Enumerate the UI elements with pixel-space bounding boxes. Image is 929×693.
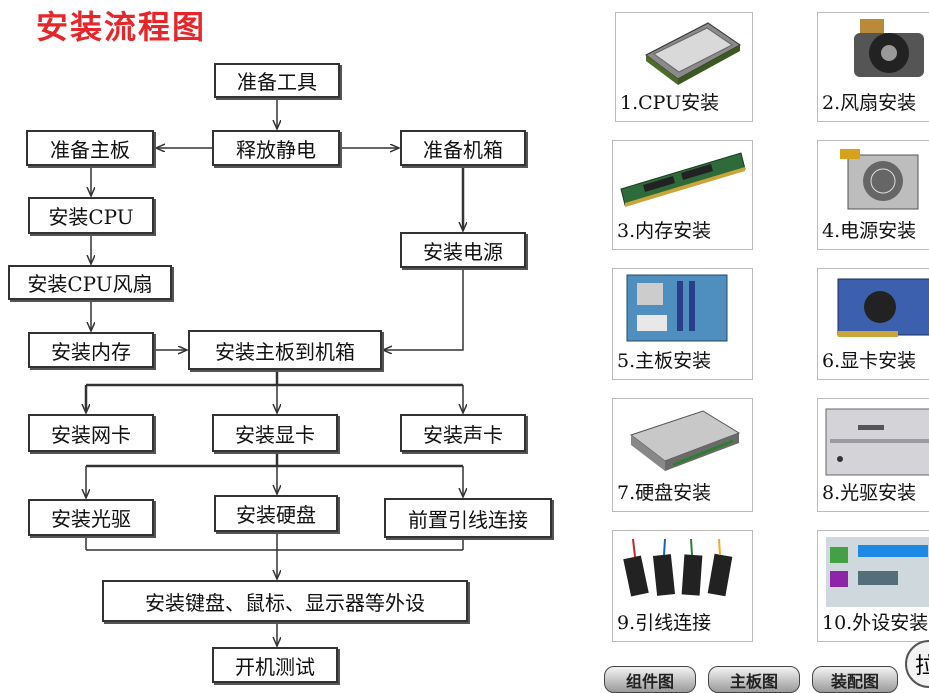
psu-icon <box>840 149 919 210</box>
step-prepare-tools: 准备工具 <box>214 63 340 98</box>
step-install-graphics: 安装显卡 <box>212 414 338 452</box>
assembly-view-button[interactable]: 装配图 <box>812 666 898 693</box>
fan-icon <box>854 19 924 77</box>
step-label: 4.电源安装 <box>822 220 917 242</box>
step-card-optical-drive[interactable]: 8.光驱安装 <box>817 398 929 512</box>
cables-icon <box>623 538 733 597</box>
diagram-title: 安装流程图 <box>36 8 207 46</box>
step-label: 6.显卡安装 <box>822 350 917 372</box>
step-card-graphics[interactable]: 6.显卡安装 <box>817 268 929 380</box>
parts-view-button[interactable]: 组件图 <box>604 666 696 693</box>
step-label: 10.外设安装 <box>822 612 929 634</box>
hdd-icon <box>629 410 741 471</box>
step-install-optical-drive: 安装光驱 <box>28 499 154 536</box>
step-install-psu: 安装电源 <box>400 232 526 268</box>
step-front-panel-wiring: 前置引线连接 <box>384 498 552 538</box>
step-card-peripherals[interactable]: 10.外设安装 <box>817 530 929 642</box>
step-discharge-static: 释放静电 <box>212 130 340 166</box>
step-label: 2.风扇安装 <box>822 92 917 114</box>
step-mount-motherboard: 安装主板到机箱 <box>188 330 382 370</box>
step-prepare-motherboard: 准备主板 <box>26 130 154 166</box>
step-label: 9.引线连接 <box>617 612 712 634</box>
ram-icon <box>620 152 746 207</box>
motherboard-view-button[interactable]: 主板图 <box>708 666 800 693</box>
step-label: 5.主板安装 <box>617 350 712 372</box>
step-card-hard-disk[interactable]: 7.硬盘安装 <box>612 398 753 512</box>
step-label: 3.内存安装 <box>617 220 712 242</box>
optical-drive-icon <box>825 408 929 476</box>
step-label: 1.CPU安装 <box>620 92 720 114</box>
step-card-motherboard[interactable]: 5.主板安装 <box>612 268 753 380</box>
step-label: 7.硬盘安装 <box>617 482 712 504</box>
cpu-icon <box>645 22 741 85</box>
step-install-nic: 安装网卡 <box>28 414 154 452</box>
motherboard-icon <box>626 274 728 342</box>
step-install-memory: 安装内存 <box>28 332 154 368</box>
ports-icon <box>826 537 929 607</box>
step-install-sound-card: 安装声卡 <box>400 414 526 452</box>
step-boot-test: 开机测试 <box>212 647 338 683</box>
step-install-peripherals: 安装键盘、鼠标、显示器等外设 <box>102 580 468 622</box>
step-card-cpu[interactable]: 1.CPU安装 <box>615 12 753 122</box>
step-card-memory[interactable]: 3.内存安装 <box>612 140 753 250</box>
step-label: 8.光驱安装 <box>822 482 917 504</box>
step-card-cables[interactable]: 9.引线连接 <box>612 530 753 642</box>
step-card-psu[interactable]: 4.电源安装 <box>817 140 929 250</box>
gpu-icon <box>837 278 929 337</box>
step-install-hard-disk: 安装硬盘 <box>214 495 338 532</box>
step-prepare-case: 准备机箱 <box>400 130 526 166</box>
step-card-fan[interactable]: 2.风扇安装 <box>817 12 929 122</box>
step-install-cpu: 安装CPU <box>28 197 154 234</box>
step-install-cpu-fan: 安装CPU风扇 <box>8 265 172 300</box>
